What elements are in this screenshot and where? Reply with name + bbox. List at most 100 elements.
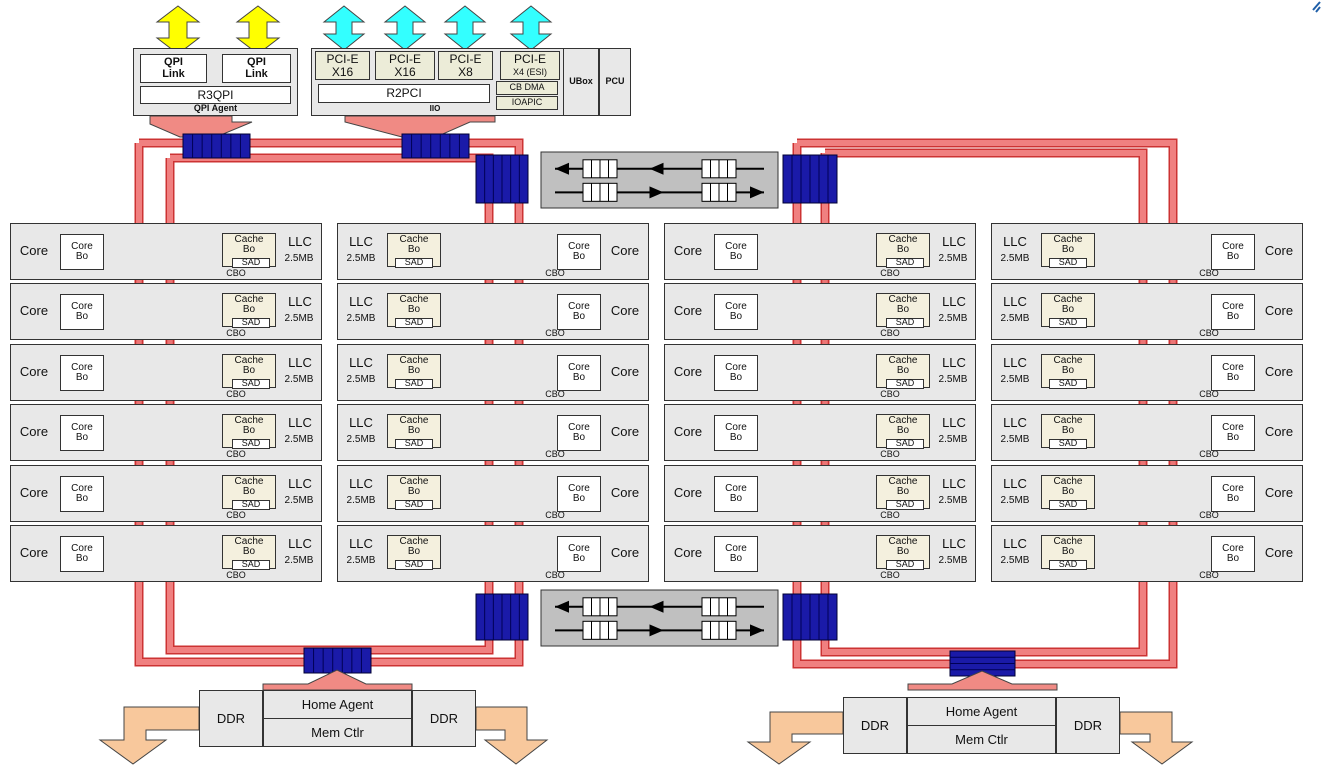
tile-r1-c3-sad [886, 258, 924, 268]
pcie-3-label: PCI-E X8 [449, 51, 482, 79]
tile-r1-c4-llc-label: LLC [1003, 234, 1027, 250]
mem-left-ddr-right [412, 690, 476, 747]
ring-stop-qpi-body [182, 133, 251, 159]
mem-left-ddr-left [199, 690, 263, 747]
tile-r6-c3-llc-label: LLC [942, 536, 966, 552]
iio-to-ring-arrow [344, 115, 496, 138]
tile-r1-c2-cache-bo-label: Cache Bo [399, 233, 429, 255]
tile-r3-c2-llc-size-label: 2.5MB [346, 373, 376, 385]
tile-r2-c4-sad [1049, 318, 1087, 328]
tile-r5-c4-llc-size-label: 2.5MB [1000, 494, 1030, 506]
ddr-arrow-ll [98, 706, 200, 765]
r3qpi-block [140, 86, 291, 104]
tile-r1-c1-cache-bo-label: Cache Bo [234, 233, 264, 255]
tile-r3-c4-cbo-label: CBO [1199, 388, 1219, 399]
mem-right-ddr-left-label: DDR [860, 717, 890, 733]
tile-r6-c4-llc-size-label: 2.5MB [1000, 554, 1030, 566]
tile-r2-c3-sad [886, 318, 924, 328]
iio-label: IIO [429, 103, 441, 113]
ring-stop-home-left-body [303, 647, 372, 674]
tile-r4-c3-llc-label: LLC [942, 415, 966, 431]
tile-r6-c3-cbo-label: CBO [880, 569, 900, 580]
tile-r5-c2-llc-size-label: 2.5MB [346, 494, 376, 506]
tile-r5-c3-core-bo-label: Core Bo [725, 482, 747, 504]
tile-r6-c2-llc-size-label: 2.5MB [346, 554, 376, 566]
tile-r2-c1-core-bo-label: Core Bo [71, 300, 93, 322]
tile-r4-c3-cache-bo-label: Cache Bo [888, 414, 918, 436]
queue-lower-head-0 [555, 600, 569, 613]
r2pci-block [318, 84, 490, 103]
pcie-arrow-4 [509, 5, 553, 51]
tile-r5-c3-cache-bo-label: Cache Bo [888, 475, 918, 497]
tile-r5-c1-core-bo [60, 476, 104, 512]
ddr-arrow-lr [475, 706, 549, 765]
mem-left-mem-ctlr-label: Mem Ctlr [311, 724, 364, 740]
ring-stop-home-left [303, 647, 372, 674]
tile-r3-c2-core-bo-label: Core Bo [568, 361, 590, 383]
tile-r3-c2-cbo-label: CBO [545, 388, 565, 399]
tile-r5-c2-sad [395, 500, 433, 510]
queue-lower [540, 589, 779, 647]
tile-r1-c1-sad-label: SAD [241, 256, 261, 267]
tile-r1-c1-sad [232, 258, 270, 268]
tile-r1-c2-core-bo-label: Core Bo [568, 240, 590, 262]
mem-right-home-agent-label: Home Agent [945, 703, 1018, 719]
tile-r1-c2-llc-label: LLC [349, 234, 373, 250]
tile-r6-c4-sad [1049, 560, 1087, 570]
tile-r3-c3-core-label: Core [673, 364, 703, 380]
tile-r1-c4-core-bo [1211, 234, 1255, 270]
tile-r2-c3-llc-size-label: 2.5MB [938, 312, 968, 324]
tile-r5-c2-core-bo [557, 476, 601, 512]
pcie-slot-3 [438, 51, 493, 80]
queue-upper-head-0 [555, 162, 569, 175]
tile-r2-c2-cbo-label: CBO [545, 327, 565, 338]
ioapic-label: IOAPIC [511, 97, 543, 108]
tile-r6-c2-cache-bo-label: Cache Bo [399, 535, 429, 557]
tile-r2-c4-sad-label: SAD [1058, 316, 1078, 327]
tile-r3-c4-cache-bo-label: Cache Bo [1053, 354, 1083, 376]
tile-r1-c1-core-bo [60, 234, 104, 270]
tile-r2-c1-llc-label: LLC [288, 294, 312, 310]
tile-r5-c4-cache-bo-label: Cache Bo [1053, 475, 1083, 497]
tile-r5-c2-core-label: Core [610, 485, 640, 501]
tile-r6-c2-core-label: Core [610, 545, 640, 561]
tile-r4-c4-core-bo-label: Core Bo [1222, 421, 1244, 443]
tile-r1-c1-core-bo-label: Core Bo [71, 240, 93, 262]
qpi-arrow-1 [155, 5, 201, 55]
tile-r6-c3-core-bo [714, 536, 758, 572]
tile-r4-c2-core-bo [557, 415, 601, 451]
tile-r4-c1-llc-size-label: 2.5MB [284, 433, 314, 445]
tile-r4-c3-core-bo-label: Core Bo [725, 421, 747, 443]
tile-r6-c4-sad-label: SAD [1058, 558, 1078, 569]
tile-r4-c4-cbo-label: CBO [1199, 448, 1219, 459]
tile-r2-c4-core-bo [1211, 294, 1255, 330]
mem-left-home-agent-label: Home Agent [301, 696, 374, 712]
tile-r4-c2-sad [395, 439, 433, 449]
tile-r2-c1-sad [232, 318, 270, 328]
left-ring-outer-edge [134, 138, 524, 667]
tile-r1-c3-llc-label: LLC [942, 234, 966, 250]
tile-r5-c2-core-bo-label: Core Bo [568, 482, 590, 504]
qpi-arrow-2 [235, 5, 281, 55]
tile-r2-c4-llc-size-label: 2.5MB [1000, 312, 1030, 324]
mem-right-home-agent [907, 697, 1056, 726]
tile-r2-c3-cache-bo-label: Cache Bo [888, 293, 918, 315]
pcie-slot-1 [315, 51, 370, 80]
tile-r1-c3-llc-size-label: 2.5MB [938, 252, 968, 264]
pcu-block [599, 48, 631, 116]
tile-r3-c4-sad-label: SAD [1058, 377, 1078, 388]
tile-r2-c1-core-bo [60, 294, 104, 330]
tile-r1-c2-sad [395, 258, 433, 268]
tile-r4-c4-sad [1049, 439, 1087, 449]
ring-stop-iio-body [401, 133, 470, 159]
queue-upper [540, 151, 779, 209]
tile-r4-c3-core-label: Core [673, 424, 703, 440]
mem-right-ddr-left [843, 697, 907, 754]
tile-r4-c3-sad [886, 439, 924, 449]
tile-r1-c4-sad [1049, 258, 1087, 268]
tile-r5-c1-sad-label: SAD [241, 498, 261, 509]
tile-r2-c2-sad [395, 318, 433, 328]
tile-r3-c4-core-bo-label: Core Bo [1222, 361, 1244, 383]
qpi-link-2-label: QPI Link [245, 55, 268, 80]
